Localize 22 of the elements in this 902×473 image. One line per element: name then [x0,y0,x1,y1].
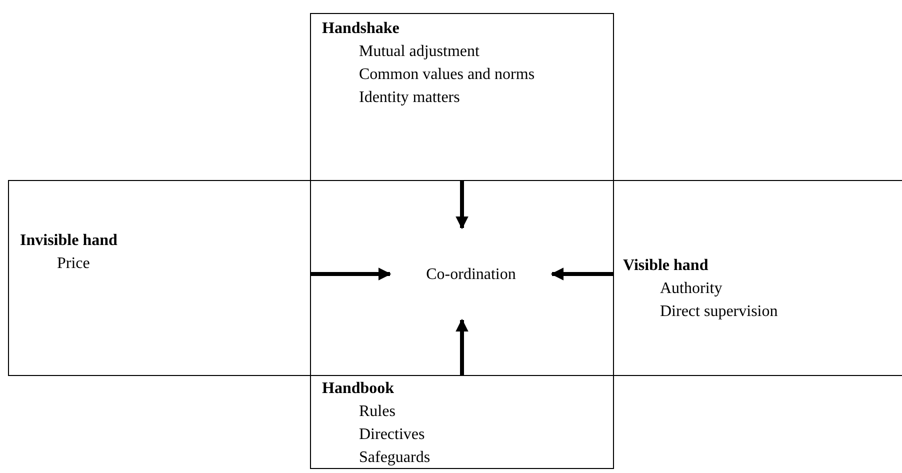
arrow [456,181,468,230]
list-item: Directives [359,425,425,445]
node-title: Co-ordination [426,264,516,284]
list-item: Rules [359,402,396,422]
node-heading: Invisible hand [20,231,118,251]
text-box [8,180,311,376]
arrow [550,268,613,280]
text-box [310,13,614,181]
text-box [613,180,902,376]
list-item: Price [57,254,90,274]
list-item: Safeguards [359,448,430,468]
list-item: Mutual adjustment [359,42,480,62]
text-box [310,375,614,469]
node-heading: Visible hand [623,256,708,276]
list-item: Identity matters [359,88,460,108]
list-item: Direct supervision [660,302,778,322]
list-item: Authority [660,279,722,299]
arrow [311,268,392,280]
list-item: Common values and norms [359,65,535,85]
node-heading: Handshake [322,19,400,39]
arrow [456,318,468,375]
node-heading: Handbook [322,379,394,399]
